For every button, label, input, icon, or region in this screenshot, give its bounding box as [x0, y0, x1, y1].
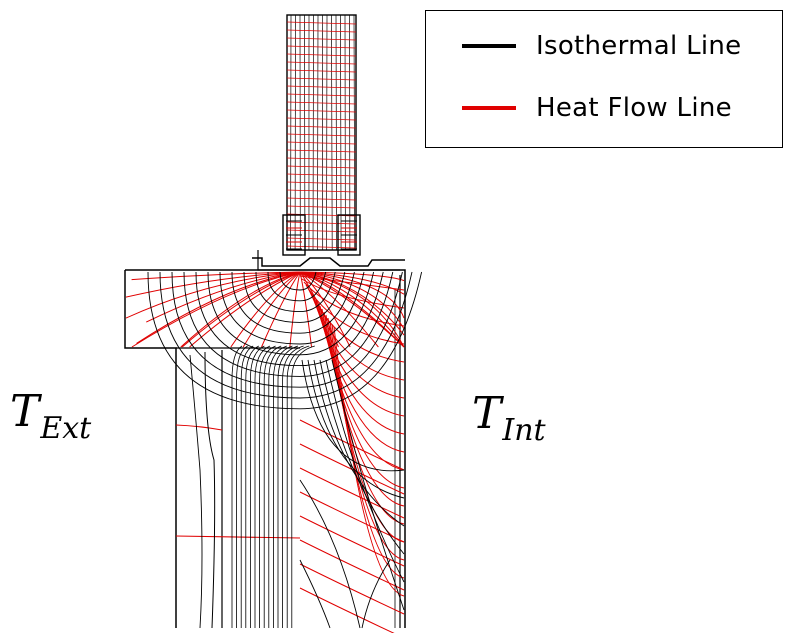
mesh-heat-flow	[287, 190, 356, 192]
heat-flow-lines	[126, 272, 404, 633]
isothermal-interior	[362, 560, 390, 628]
mesh-heat-flow	[287, 110, 356, 112]
legend: Isothermal Line Heat Flow Line	[425, 10, 783, 148]
legend-swatch-heat-flow	[462, 106, 516, 110]
isothermal-vertical	[283, 346, 304, 628]
mesh-vertical	[332, 15, 333, 250]
mesh-heat-flow	[287, 142, 356, 144]
mesh-heat-flow	[287, 46, 356, 48]
isothermal-arc	[172, 272, 402, 387]
isothermal-vertical	[287, 346, 309, 628]
mesh-heat-flow	[287, 54, 356, 56]
isothermal-vertical	[250, 346, 264, 628]
heat-flow-line	[290, 272, 300, 347]
mesh-heat-flow	[287, 118, 356, 120]
heat-flow-line-lower	[300, 564, 404, 614]
isothermal-interior	[300, 560, 330, 628]
legend-label-isothermal: Isothermal Line	[536, 31, 741, 61]
heat-flow-line-lower	[176, 536, 300, 538]
isothermal-vertical	[278, 346, 298, 628]
mesh-heat-flow	[287, 166, 356, 168]
heat-flow-line-lower	[300, 516, 404, 566]
isothermal-vertical	[241, 346, 253, 628]
legend-swatch-isothermal	[462, 44, 516, 48]
exterior-temperature-subscript: Ext	[40, 411, 91, 446]
sill-profile	[252, 258, 405, 266]
isothermal-vertical	[292, 346, 315, 628]
mesh-vertical	[336, 15, 337, 250]
mesh-heat-flow	[287, 78, 356, 80]
isothermal-interior	[300, 480, 360, 628]
mesh-heat-flow	[287, 134, 356, 136]
legend-item-isothermal: Isothermal Line	[426, 31, 741, 61]
mesh-heat-flow	[287, 158, 356, 160]
interior-temperature-label: TInt	[472, 392, 546, 436]
mesh-heat-flow	[287, 94, 356, 96]
heat-flow-line-lower	[300, 492, 404, 542]
mesh-heat-flow	[287, 22, 356, 24]
heat-flow-line-lower	[300, 420, 404, 470]
heat-flow-line-lower	[300, 588, 404, 633]
mesh-heat-flow	[287, 150, 356, 152]
mesh-heat-flow	[287, 30, 356, 32]
mesh-heat-flow	[287, 70, 356, 72]
interior-temperature-subscript: Int	[502, 413, 545, 448]
exterior-temperature-label: TExt	[10, 390, 91, 434]
interior-temperature-symbol: T	[472, 388, 501, 439]
mesh-heat-flow	[287, 126, 356, 128]
isothermal-vertical	[264, 346, 281, 628]
isothermal-interior	[314, 360, 404, 526]
mesh-heat-flow	[287, 182, 356, 184]
mesh-heat-flow	[287, 38, 356, 40]
mesh-heat-flow	[287, 174, 356, 176]
isothermal-vertical	[255, 346, 270, 628]
isothermal-exterior	[205, 352, 215, 628]
legend-label-heat-flow: Heat Flow Line	[536, 93, 732, 123]
window-frame-mesh	[252, 15, 405, 270]
exterior-temperature-symbol: T	[10, 386, 39, 437]
isothermal-vertical	[246, 346, 259, 628]
heat-flow-line-lower	[176, 425, 222, 430]
mesh-heat-flow	[287, 86, 356, 88]
mesh-heat-flow	[287, 102, 356, 104]
mesh-heat-flow	[287, 62, 356, 64]
legend-item-heat-flow: Heat Flow Line	[426, 93, 732, 123]
isothermal-exterior	[190, 355, 202, 628]
